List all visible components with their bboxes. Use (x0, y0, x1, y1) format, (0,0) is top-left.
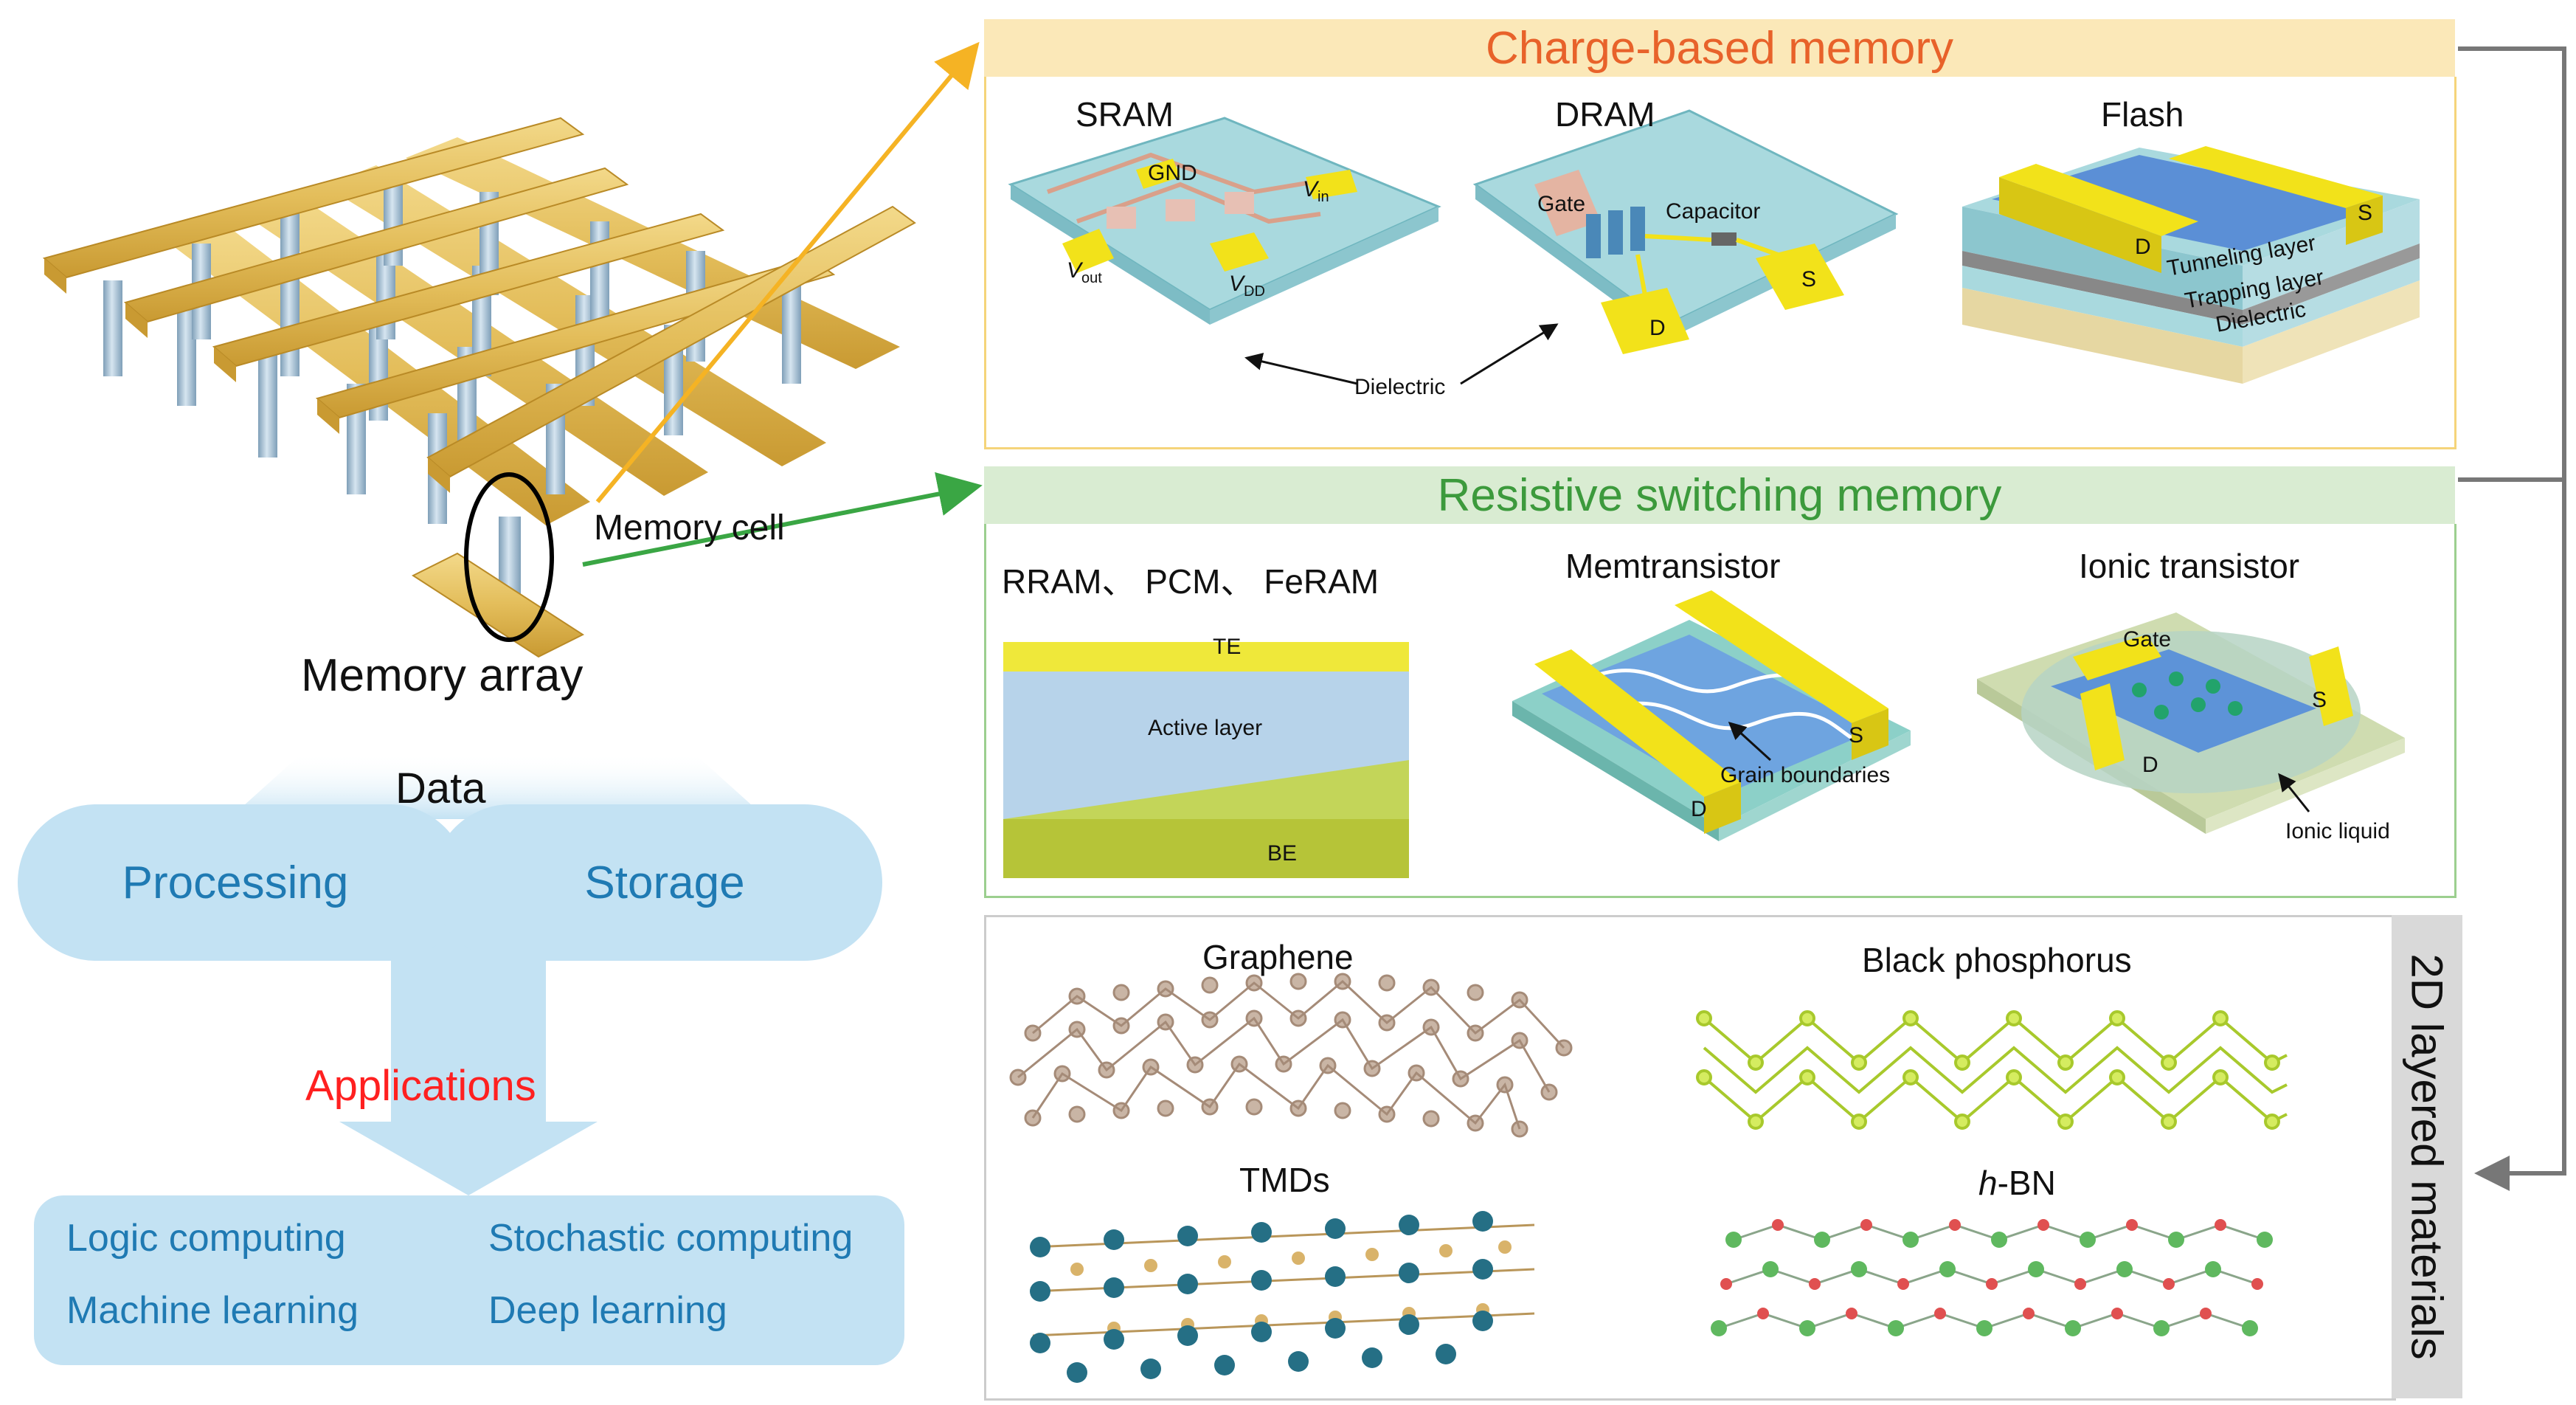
applications-label: Applications (305, 1062, 536, 1110)
memory-cell-highlight (464, 472, 554, 642)
vdd-main: V (1229, 272, 1244, 296)
dram-illustration (1472, 109, 1899, 354)
memtransistor-illustration (1512, 590, 1911, 841)
tmds-title: TMDs (1239, 1161, 1330, 1199)
materials-band-label: 2D layered materials (2402, 953, 2452, 1360)
vout-sub: out (1081, 270, 1102, 286)
grain-arrow (1728, 721, 1772, 762)
ionic-d-label: D (2142, 753, 2158, 777)
graphene-title: Graphene (1202, 938, 1354, 976)
ionic-liquid-arrow (2278, 773, 2310, 812)
hbn-illustration (1711, 1219, 2273, 1336)
memtransistor-grain-label: Grain boundaries (1720, 763, 1891, 787)
black-phosphorus-title: Black phosphorus (1862, 941, 2132, 979)
memtransistor-d-label: D (1691, 797, 1707, 821)
sram-gnd-label: GND (1148, 161, 1197, 185)
sram-vdd-label: VDD (1229, 272, 1265, 300)
vdd-sub: DD (1244, 283, 1265, 300)
top-rails (42, 117, 916, 493)
vout-main: V (1067, 258, 1082, 283)
hbn-title: h-BN (1978, 1163, 2056, 1203)
resistive-title: Resistive switching memory (1437, 469, 2002, 521)
data-fan (229, 753, 767, 819)
ionic-liquid-label: Ionic liquid (2285, 819, 2390, 843)
hbn-italic: h (1978, 1164, 1998, 1202)
graphene-illustration (1009, 973, 1573, 1138)
resistive-title-band: Resistive switching memory (984, 466, 2455, 524)
dram-capacitor-label: Capacitor (1666, 199, 1761, 224)
rram-be-label: BE (1267, 841, 1298, 866)
processing-label: Processing (122, 857, 349, 908)
flash-s-label: S (2358, 201, 2373, 225)
application-logic-computing: Logic computing (66, 1217, 346, 1260)
materials-band: 2D layered materials (2392, 915, 2462, 1398)
rram-illustration (1003, 642, 1409, 878)
application-machine-learning: Machine learning (66, 1289, 359, 1332)
rram-active-label: Active layer (1148, 716, 1263, 740)
dram-gate-label: Gate (1537, 192, 1586, 216)
ionic-gate-label: Gate (2123, 627, 2172, 652)
vin-main: V (1303, 177, 1318, 201)
memtransistor-title: Memtransistor (1565, 547, 1781, 585)
dielectric-label: Dielectric (1354, 375, 1446, 399)
dielectric-arrow-left (1244, 353, 1358, 385)
sram-illustration (1008, 117, 1441, 325)
down-arrow (339, 930, 598, 1195)
charge-title-band: Charge-based memory (984, 19, 2455, 77)
dram-title: DRAM (1555, 95, 1655, 134)
flash-d-label: D (2135, 235, 2151, 259)
rram-te-label: TE (1213, 635, 1242, 659)
vin-sub: in (1318, 189, 1329, 205)
ionic-s-label: S (2312, 688, 2327, 712)
tmds-illustration (1030, 1211, 1535, 1383)
ionic-transistor-illustration (1977, 612, 2405, 834)
data-label: Data (395, 764, 486, 812)
storage-label: Storage (584, 857, 745, 908)
sram-vin-label: Vin (1303, 177, 1329, 206)
black-phosphorus-illustration (1696, 1010, 2288, 1130)
connector-bracket (2458, 46, 2566, 1191)
sram-vout-label: Vout (1067, 258, 1102, 287)
application-deep-learning: Deep learning (488, 1289, 727, 1332)
rram-title: RRAM、 PCM、 FeRAM (1002, 562, 1379, 601)
charge-panel (984, 77, 2456, 449)
hbn-rest: -BN (1997, 1164, 2056, 1202)
ionic-title: Ionic transistor (2079, 547, 2300, 585)
storage-pill: Storage (432, 804, 882, 961)
dielectric-arrow-right (1460, 323, 1559, 385)
flash-title: Flash (2101, 95, 2184, 134)
memtransistor-s-label: S (1849, 723, 1864, 748)
charge-title: Charge-based memory (1485, 22, 1954, 74)
memory-array-label: Memory array (301, 650, 584, 701)
arrow-to-charge (595, 41, 980, 503)
dram-d-label: D (1649, 316, 1666, 340)
arrow-to-resistive (582, 472, 983, 567)
materials-panel (984, 915, 2396, 1401)
memory-array-illustration (42, 117, 916, 658)
applications-box (34, 1195, 904, 1365)
flash-illustration (1962, 146, 2420, 384)
dram-s-label: S (1801, 267, 1817, 291)
resistive-panel (984, 524, 2456, 898)
processing-pill: Processing (18, 804, 468, 961)
application-stochastic-computing: Stochastic computing (488, 1217, 854, 1260)
memory-cell-label: Memory cell (594, 508, 785, 548)
sram-title: SRAM (1076, 95, 1174, 134)
